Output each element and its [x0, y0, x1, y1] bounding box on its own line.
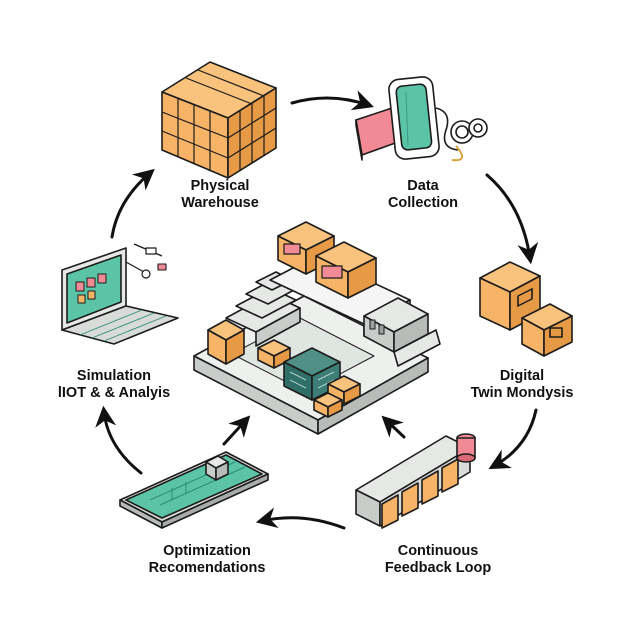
label-simulation-line1: Simulation [76, 368, 152, 384]
label-physical-warehouse: Physical Warehouse [181, 178, 259, 212]
label-digital-twin: Digital Twin Mondysis [471, 368, 574, 402]
label-data-collection-line2: Collection [387, 195, 459, 211]
label-digital-twin-line2: Twin Mondysis [470, 385, 574, 401]
arrow-optimization-to-simulation [95, 405, 143, 475]
warehouse-icon [161, 61, 277, 179]
label-simulation-line2: lIOT & & Analyis [57, 385, 171, 401]
arrow-twin-to-feedback [488, 408, 538, 470]
label-physical-warehouse-line2: Warehouse [181, 195, 259, 211]
feedback-conveyor-icon [355, 433, 476, 529]
label-optimization: Optimization Recomendations [149, 543, 266, 577]
digital-twin-boxes-icon [479, 261, 573, 357]
label-continuous-feedback-line1: Continuous [397, 543, 479, 559]
simulation-laptop-icon [61, 243, 179, 345]
arrow-warehouse-to-data [290, 90, 374, 111]
arrow-feedback-to-optimization [255, 507, 346, 530]
label-digital-twin-line1: Digital [499, 368, 545, 384]
arrow-data-to-twin [485, 173, 539, 265]
central-warehouse-scene [193, 221, 441, 435]
label-optimization-line2: Recomendations [148, 560, 266, 576]
data-device-icon [355, 76, 488, 162]
label-data-collection: Data Collection [388, 178, 458, 212]
label-optimization-line1: Optimization [163, 543, 251, 559]
label-continuous-feedback-line2: Feedback Loop [384, 560, 492, 576]
arrow-simulation-to-warehouse [110, 168, 155, 239]
label-physical-warehouse-line1: Physical [190, 178, 250, 194]
cycle-arrows [95, 90, 539, 530]
label-simulation: Simulation lIOT & & Analyis [58, 368, 170, 402]
arrow-feedback-to-center [381, 415, 406, 439]
label-data-collection-line1: Data [407, 178, 439, 194]
arrow-optimization-to-center [222, 415, 251, 446]
label-continuous-feedback: Continuous Feedback Loop [385, 543, 491, 577]
optimization-tablet-icon [119, 451, 269, 529]
